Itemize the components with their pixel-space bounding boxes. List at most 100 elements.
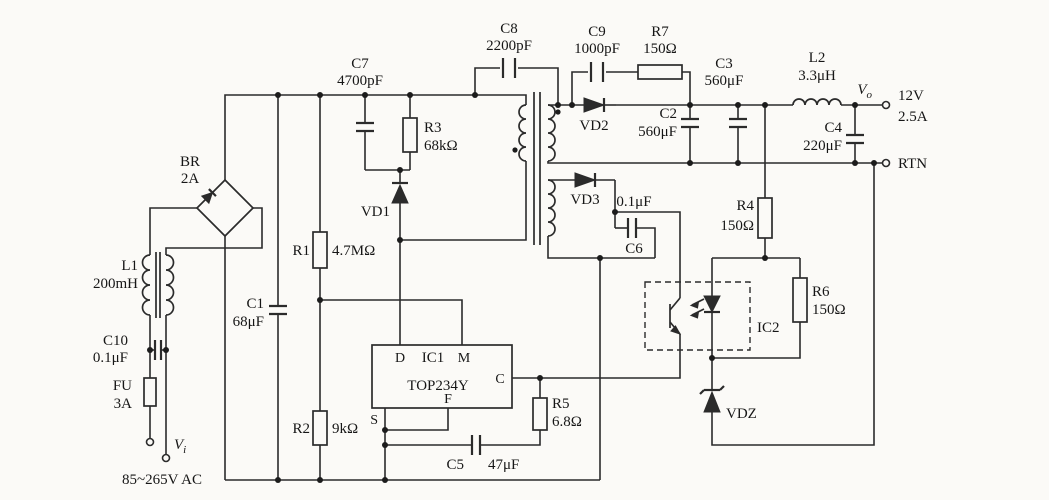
capacitor-c6: 0.1μF C6 [615, 194, 656, 258]
junction-dot [382, 442, 388, 448]
fuse-body [143, 377, 157, 407]
vd3-ref-label: VD3 [570, 192, 599, 208]
r6-body [792, 277, 808, 323]
r7-value-label: 150Ω [643, 41, 677, 57]
c3-ref-label: C3 [715, 56, 733, 72]
ic1-part-label: TOP234Y [407, 378, 469, 394]
primary-phase-dot [512, 147, 518, 153]
junction-dot [382, 477, 388, 483]
inductor-winding-b [165, 254, 175, 316]
resistor-r4: R4 150Ω [720, 105, 773, 258]
fu-value-label: 3A [114, 396, 133, 412]
junction-dot [871, 160, 877, 166]
r6-lead [712, 322, 801, 359]
wire-c-pin-emitter [512, 350, 681, 379]
junction-dot [735, 102, 741, 108]
light-arrow-head [689, 311, 700, 319]
vd2-ref-label: VD2 [579, 118, 608, 134]
ic1-pin-c-label: C [495, 372, 504, 387]
input-terminal-b [161, 453, 171, 463]
bridge-rectifier-br: BR 2A [180, 154, 255, 238]
bridge-diode-icon [200, 188, 217, 205]
c9-lead [571, 71, 588, 105]
junction-dot [762, 255, 768, 261]
c8-lead [474, 67, 500, 95]
junction-dot [709, 355, 715, 361]
c9-ref-label: C9 [588, 24, 606, 40]
capacitor-c2: C2 560μF [638, 105, 699, 163]
fuse-fu: FU 3A [113, 377, 157, 412]
resistor-r1: R1 4.7MΩ [292, 231, 375, 269]
secondary-phase-dot [555, 109, 561, 115]
resistor-r6: R6 150Ω [712, 258, 846, 359]
wire-primary-drain [400, 161, 527, 241]
r1-ref-label: R1 [292, 243, 310, 259]
ic2-outline [644, 281, 751, 351]
junction-dot [472, 92, 478, 98]
br-ref-label: BR [180, 154, 200, 170]
optocoupler-ic2: IC2 [644, 258, 780, 390]
junction-dot [569, 102, 575, 108]
snubber-c9-r7: C9 1000pF R7 150Ω [571, 24, 691, 105]
resistor-r2: R2 9kΩ [292, 410, 358, 446]
l2-coil [792, 98, 842, 106]
junction-dot [555, 102, 561, 108]
choke-l1: L1 200mH [93, 252, 175, 318]
junction-dot [687, 102, 693, 108]
wires [149, 94, 883, 481]
junction-dot [852, 102, 858, 108]
r5-ref-label: R5 [552, 396, 570, 412]
diode-vd3: VD3 [548, 172, 615, 208]
junction-dot [362, 92, 368, 98]
wire-opto-collector [615, 211, 681, 282]
opto-emitter-arrow [670, 325, 682, 335]
l1-value-label: 200mH [93, 276, 138, 292]
r3-ref-label: R3 [424, 120, 442, 136]
r4-ref-label: R4 [736, 198, 754, 214]
junction-dot [317, 477, 323, 483]
transformer [512, 92, 561, 245]
junction-dots [147, 92, 877, 483]
vdz-triangle [703, 390, 721, 413]
diode-vd1: VD1 [361, 170, 409, 240]
wire-rtn-rail [547, 161, 883, 164]
secondary-winding [547, 104, 556, 162]
br-value-label: 2A [181, 171, 200, 187]
ic1-top234y: D IC1 M TOP234Y C F S [370, 344, 513, 428]
ac-input-terminals: Vi 85~265V AC [122, 437, 202, 488]
rtn-label: RTN [898, 156, 927, 172]
c6-value-label: 0.1μF [616, 194, 651, 210]
c8-ref-label: C8 [500, 21, 518, 37]
vd1-triangle [391, 183, 409, 204]
inductor-winding-a [141, 254, 151, 316]
wire-m-sense [320, 299, 463, 345]
ic1-pin-s-label: S [370, 413, 378, 428]
diode-vd2: VD2 [548, 97, 616, 134]
c6-lead [636, 227, 656, 258]
c8-lead [518, 67, 559, 105]
junction-dot [735, 160, 741, 166]
ic1-ref-label: IC1 [422, 350, 445, 366]
opto-collector-arm [669, 297, 681, 311]
r1-body [312, 231, 328, 269]
light-arrow-head [689, 301, 700, 309]
ic2-ref-label: IC2 [757, 320, 780, 336]
capacitor-c7: C7 4700pF [337, 56, 383, 170]
c1-ref-label: C1 [246, 296, 264, 312]
junction-dot [612, 209, 618, 215]
junction-dot [317, 92, 323, 98]
wire-dc-bus [224, 94, 527, 180]
r5-value-label: 6.8Ω [552, 414, 582, 430]
rtn-terminal [881, 158, 891, 168]
capacitor-c4: C4 220μF [803, 105, 864, 163]
wire-ac-line-b [165, 207, 263, 255]
capacitor-c5: C5 47μF [385, 435, 519, 473]
capacitor-c8: C8 2200pF [474, 21, 559, 105]
junction-dot [275, 477, 281, 483]
junction-dot [397, 237, 403, 243]
r2-value-label: 9kΩ [332, 421, 358, 437]
output-voltage-label: 12V [898, 88, 924, 104]
ic1-pin-f-label: F [444, 392, 452, 407]
vdz-ref-label: VDZ [726, 406, 757, 422]
